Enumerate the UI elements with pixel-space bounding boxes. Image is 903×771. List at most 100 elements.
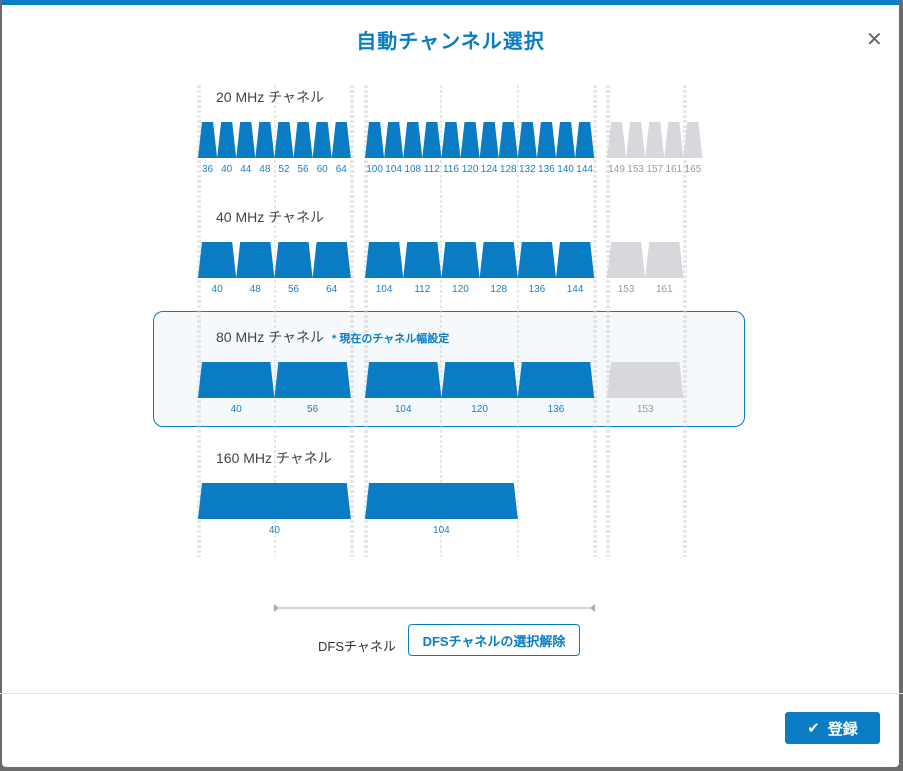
channel-136-block[interactable] [517, 362, 595, 398]
channel-104-block[interactable] [365, 483, 518, 519]
channel-label: 144 [567, 284, 584, 295]
dfs-channel-label: DFSチャネル [318, 639, 396, 654]
channel-label: 48 [259, 164, 271, 175]
channel-label: 56 [297, 164, 309, 175]
channel-label: 40 [212, 284, 224, 295]
channel-56-block[interactable] [293, 122, 313, 158]
channel-104-block[interactable] [365, 242, 404, 278]
channel-label: 112 [424, 164, 440, 175]
band-label: 20 MHz チャネル [216, 89, 324, 105]
channel-label: 40 [221, 164, 233, 175]
channel-40-block[interactable] [217, 122, 237, 158]
band-label: 80 MHz チャネル [216, 329, 324, 345]
channel-124-block[interactable] [479, 122, 499, 158]
dfs-range-start-icon [274, 604, 279, 612]
channel-label: 136 [548, 404, 565, 415]
channel-149-block[interactable] [607, 122, 627, 158]
channel-40-block[interactable] [198, 483, 351, 519]
channel-52-block[interactable] [274, 122, 294, 158]
channel-40-block[interactable] [198, 362, 275, 398]
channel-136-block[interactable] [517, 242, 556, 278]
channel-64-block[interactable] [331, 122, 351, 158]
channel-120-block[interactable] [441, 242, 480, 278]
channel-label: 108 [404, 164, 421, 175]
channel-56-block[interactable] [274, 242, 313, 278]
channel-label: 144 [576, 164, 593, 175]
channel-161-block[interactable] [664, 122, 684, 158]
channel-116-block[interactable] [441, 122, 461, 158]
channel-label: 56 [307, 404, 319, 415]
channel-label: 153 [627, 164, 644, 175]
channel-153-block[interactable] [607, 362, 684, 398]
channel-label: 153 [637, 404, 654, 415]
channel-label: 120 [462, 164, 479, 175]
channel-64-block[interactable] [312, 242, 351, 278]
dialog-title: 自動チャンネル選択 [356, 31, 545, 53]
channel-label: 104 [385, 164, 402, 175]
channel-label: 36 [202, 164, 214, 175]
channel-40-block[interactable] [198, 242, 237, 278]
check-icon: ✔ [807, 720, 820, 737]
channel-120-block[interactable] [441, 362, 518, 398]
channel-label: 120 [471, 404, 488, 415]
channel-153-block[interactable] [626, 122, 646, 158]
channel-label: 128 [500, 164, 517, 175]
current-width-note: * 現在のチャネル幅設定 [332, 333, 450, 345]
channel-label: 136 [529, 284, 546, 295]
band-label: 160 MHz チャネル [216, 450, 332, 466]
channel-104-block[interactable] [365, 362, 442, 398]
channel-108-block[interactable] [403, 122, 423, 158]
channel-label: 100 [366, 164, 383, 175]
channel-label: 64 [336, 164, 348, 175]
channel-label: 112 [414, 284, 430, 295]
channel-56-block[interactable] [274, 362, 351, 398]
channel-label: 56 [288, 284, 300, 295]
channel-100-block[interactable] [365, 122, 385, 158]
channel-label: 153 [618, 284, 635, 295]
channel-label: 44 [240, 164, 252, 175]
channel-157-block[interactable] [645, 122, 665, 158]
channel-label: 52 [278, 164, 290, 175]
channel-label: 48 [250, 284, 262, 295]
channel-label: 128 [490, 284, 507, 295]
channel-140-block[interactable] [556, 122, 576, 158]
channel-label: 136 [538, 164, 555, 175]
channel-136-block[interactable] [536, 122, 556, 158]
channel-112-block[interactable] [422, 122, 442, 158]
channel-144-block[interactable] [556, 242, 595, 278]
channel-label: 104 [433, 525, 450, 536]
dfs-deselect-button[interactable]: DFSチャネルの選択解除 [408, 624, 580, 656]
channel-label: 157 [646, 164, 663, 175]
channel-label: 161 [656, 284, 673, 295]
register-label: 登録 [827, 720, 858, 738]
channel-132-block[interactable] [517, 122, 537, 158]
channel-48-block[interactable] [255, 122, 275, 158]
channel-104-block[interactable] [384, 122, 404, 158]
channel-label: 40 [231, 404, 243, 415]
channel-label: 104 [376, 284, 393, 295]
channel-120-block[interactable] [460, 122, 480, 158]
channel-label: 132 [519, 164, 536, 175]
band-label: 40 MHz チャネル [216, 209, 324, 225]
channel-112-block[interactable] [403, 242, 442, 278]
channel-44-block[interactable] [236, 122, 256, 158]
channel-label: 64 [326, 284, 338, 295]
channel-label: 40 [269, 525, 281, 536]
channel-128-block[interactable] [498, 122, 518, 158]
channel-label: 124 [481, 164, 498, 175]
channel-161-block[interactable] [645, 242, 684, 278]
channel-60-block[interactable] [312, 122, 332, 158]
channel-36-block[interactable] [198, 122, 218, 158]
register-button[interactable]: ✔ 登録 [785, 712, 880, 744]
channel-label: 149 [608, 164, 625, 175]
channel-128-block[interactable] [479, 242, 518, 278]
close-icon[interactable]: ✕ [866, 29, 883, 51]
footer-divider [0, 693, 903, 694]
channel-48-block[interactable] [236, 242, 275, 278]
channel-153-block[interactable] [607, 242, 646, 278]
channel-label: 116 [443, 164, 459, 175]
channel-label: 165 [685, 164, 702, 175]
dfs-range-end-icon [590, 604, 595, 612]
channel-165-block[interactable] [683, 122, 703, 158]
channel-144-block[interactable] [575, 122, 595, 158]
